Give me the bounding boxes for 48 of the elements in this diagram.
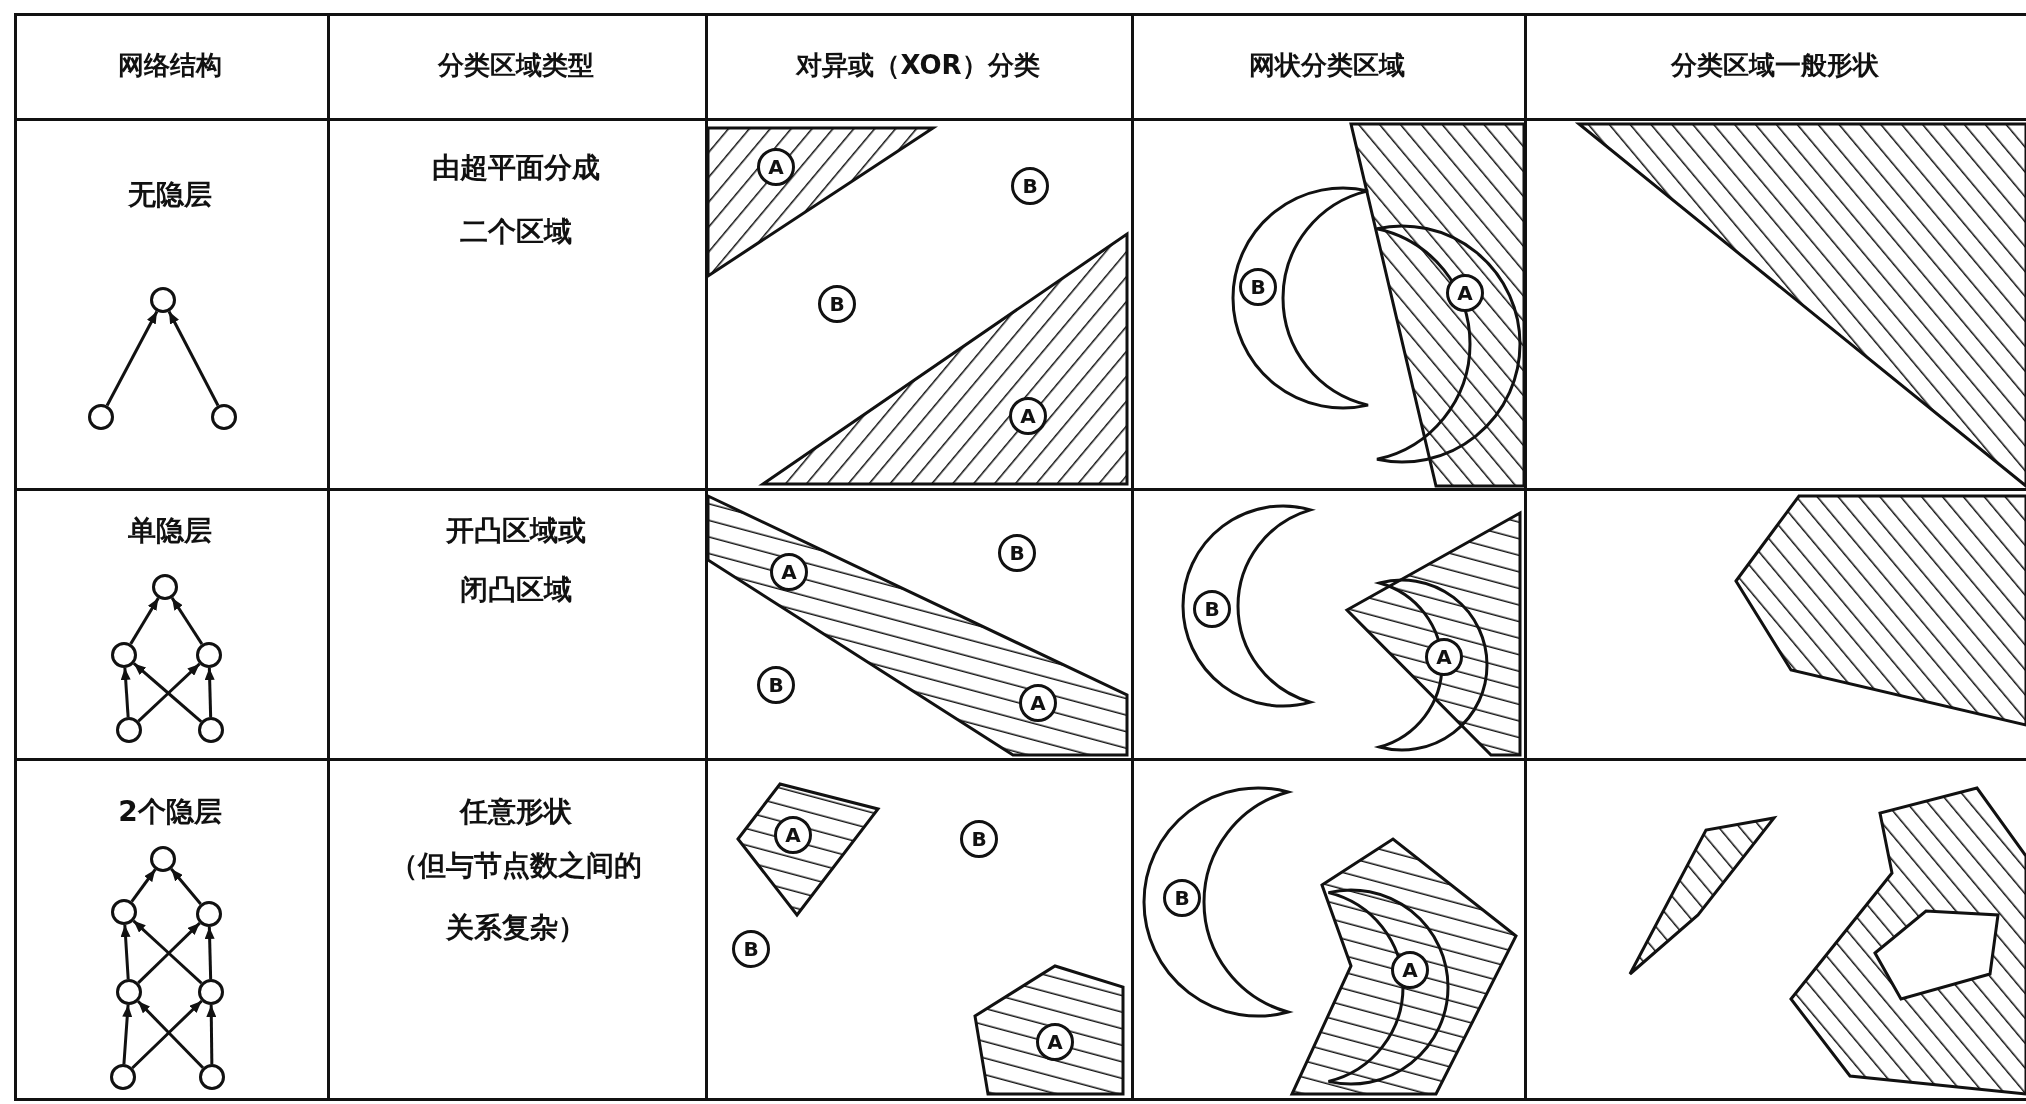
neuron-circle	[110, 1064, 136, 1090]
neuron-circle	[198, 979, 224, 1005]
class-marker: B	[998, 534, 1036, 572]
arrow	[167, 310, 220, 407]
arrow	[206, 1004, 217, 1065]
row-label: 无隐层	[127, 178, 213, 212]
arrow	[122, 1004, 133, 1065]
region-type-text: 开凸区域或闭凸区域	[445, 513, 587, 608]
neuron-circle	[88, 404, 114, 430]
column-header: 网状分类区域	[1248, 49, 1406, 82]
class-marker: B	[1239, 268, 1277, 306]
arrow	[204, 926, 215, 980]
class-marker: B	[732, 930, 770, 968]
column-header: 网络结构	[117, 49, 223, 82]
class-marker: B	[1163, 879, 1201, 917]
arrow	[170, 597, 204, 645]
neuron-circle	[150, 287, 176, 313]
arrow	[129, 597, 160, 645]
class-marker: B	[960, 820, 998, 858]
neuron-circle	[196, 901, 222, 927]
arrow	[120, 924, 131, 980]
arrow	[105, 310, 159, 407]
neuron-circle	[116, 717, 142, 743]
column-header: 分类区域一般形状	[1669, 49, 1880, 82]
row-label: 单隐层	[127, 514, 213, 548]
region-type-text: 任意形状	[458, 795, 573, 829]
neuron-circle	[152, 574, 178, 600]
class-marker: B	[818, 285, 856, 323]
neuron-circle	[111, 642, 137, 668]
neuron-circle	[116, 979, 142, 1005]
neuron-circle	[150, 846, 176, 872]
class-marker: B	[1193, 590, 1231, 628]
neuron-circle	[198, 717, 224, 743]
row-label: 2个隐层	[117, 795, 223, 829]
neuron-circle	[199, 1064, 225, 1090]
arrow	[120, 667, 131, 718]
column-header: 分类区域类型	[436, 49, 595, 82]
region-type-text: 由超平面分成二个区域	[431, 150, 601, 250]
arrow	[130, 868, 157, 903]
neuron-circle	[111, 899, 137, 925]
column-header: 对异或（XOR）分类	[794, 49, 1041, 82]
neuron-circle	[211, 404, 237, 430]
class-marker: B	[757, 666, 795, 704]
region-type-text: （但与节点数之间的关系复杂）	[389, 848, 643, 946]
class-marker: B	[1011, 167, 1049, 205]
arrow	[204, 667, 215, 718]
arrow	[170, 868, 202, 905]
neuron-circle	[196, 642, 222, 668]
